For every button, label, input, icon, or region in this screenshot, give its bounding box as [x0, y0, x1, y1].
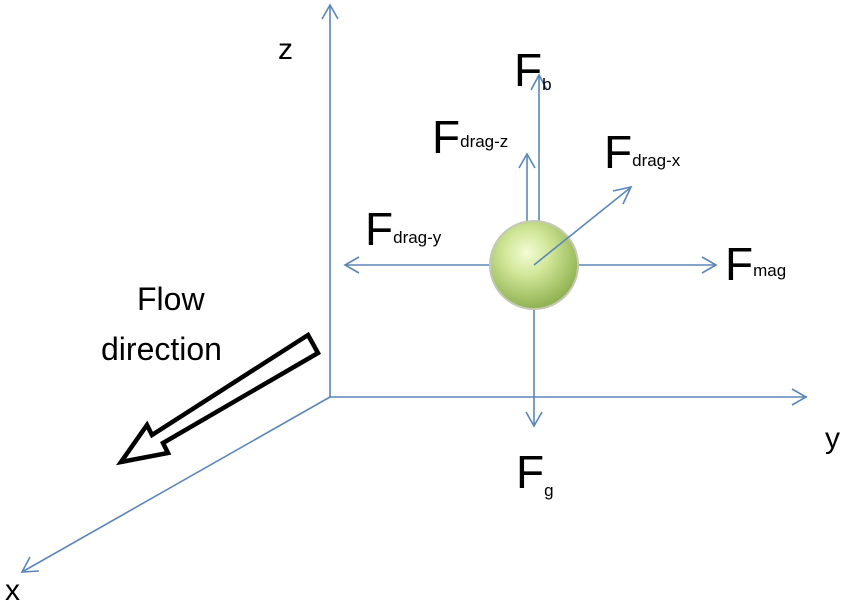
drag-z-arrowhead — [518, 152, 536, 169]
y-axis-arrowhead — [791, 388, 808, 406]
magnetic-arrowhead — [701, 256, 718, 274]
drag-y-arrowhead — [343, 256, 360, 274]
flow-direction-arrow — [115, 331, 322, 466]
flow-label-line1: Flow — [137, 281, 205, 317]
gravity-label-main: F — [516, 446, 544, 498]
buoyancy-arrowhead — [530, 73, 548, 91]
magnetic-label: Fmag — [725, 238, 786, 290]
drag-x-label-main: F — [604, 126, 632, 178]
flow-label-line2: direction — [101, 331, 222, 367]
x-axis-label: x — [5, 574, 20, 605]
drag-y-label-sub: drag-y — [393, 228, 442, 247]
magnetic-label-main: F — [725, 238, 753, 290]
drag-x-arrowhead — [612, 185, 633, 205]
gravity-label-sub: g — [544, 481, 553, 500]
buoyancy-label: Fb — [514, 44, 552, 96]
gravity-label: Fg — [516, 446, 554, 500]
y-axis-label: y — [825, 422, 840, 455]
buoyancy-label-sub: b — [542, 75, 551, 94]
coordinate-axes — [20, 3, 808, 573]
buoyancy-label-main: F — [514, 44, 542, 96]
drag-y-label: Fdrag-y — [365, 203, 442, 255]
drag-y-label-main: F — [365, 203, 393, 255]
drag-x-vector-over-sphere — [533, 235, 571, 266]
x-axis-arrowhead — [20, 556, 40, 573]
x-axis-line — [21, 396, 331, 573]
drag-x-label-sub: drag-x — [632, 151, 681, 170]
drag-z-label: Fdrag-z — [432, 111, 508, 163]
z-axis-arrowhead — [321, 3, 339, 20]
magnetic-label-sub: mag — [753, 261, 786, 280]
drag-z-label-main: F — [432, 111, 460, 163]
z-axis-label: z — [278, 33, 293, 66]
gravity-arrowhead — [525, 411, 543, 428]
drag-z-label-sub: drag-z — [460, 132, 508, 151]
drag-x-label: Fdrag-x — [604, 126, 681, 178]
